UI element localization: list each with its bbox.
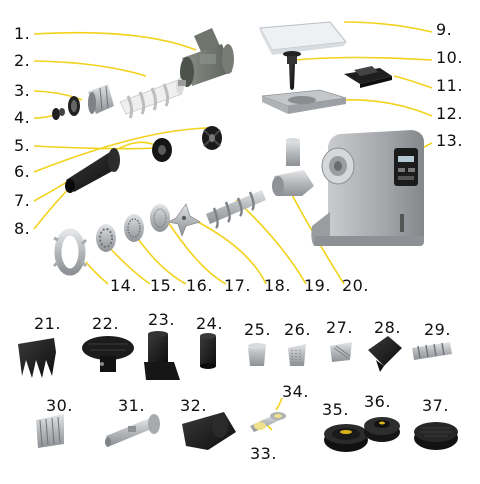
part-14-ring-nut xyxy=(52,228,88,276)
part-19-metal-auger xyxy=(206,190,266,229)
label-23: 23. xyxy=(148,310,175,329)
part-34-cone-attachment xyxy=(270,412,286,420)
label-20: 20. xyxy=(342,276,369,295)
label-37: 37. xyxy=(422,396,449,415)
part-1-slicer-housing xyxy=(180,28,234,87)
leader-lines xyxy=(33,21,433,431)
part-29-spiral-cutter xyxy=(412,342,452,360)
part-2-white-auger xyxy=(119,78,186,119)
label-10: 10. xyxy=(436,48,463,67)
leader-line-15 xyxy=(107,245,151,285)
label-33: 33. xyxy=(250,444,277,463)
part-5-end-cap xyxy=(52,108,65,120)
label-3: 3. xyxy=(14,81,31,100)
label-35: 35. xyxy=(322,400,349,419)
leader-line-2 xyxy=(33,60,147,77)
label-17: 17. xyxy=(224,276,251,295)
label-1: 1. xyxy=(14,24,31,43)
label-15: 15. xyxy=(150,276,177,295)
part-26-grating-drum xyxy=(288,344,306,366)
part-28-black-shield xyxy=(368,336,402,372)
label-8: 8. xyxy=(14,219,31,238)
part-20-grinder-head xyxy=(272,138,314,196)
leader-line-7 xyxy=(33,179,71,202)
part-7-black-pusher xyxy=(65,148,120,193)
leader-line-19 xyxy=(235,199,307,285)
part-3-juicer-cone xyxy=(88,84,114,114)
label-13: 13. xyxy=(436,131,463,150)
part-10-food-pusher xyxy=(283,51,301,90)
leader-line-4 xyxy=(33,114,55,119)
leader-line-8 xyxy=(33,141,161,230)
label-26: 26. xyxy=(284,320,311,339)
part-12-food-tray xyxy=(261,89,347,114)
label-6: 6. xyxy=(14,162,31,181)
label-29: 29. xyxy=(424,320,451,339)
leader-line-1 xyxy=(33,31,197,51)
leader-line-5 xyxy=(33,145,161,150)
label-28: 28. xyxy=(374,318,401,337)
part-11-storage-tool xyxy=(344,66,392,88)
label-31: 31. xyxy=(118,396,145,415)
label-34: 34. xyxy=(282,382,309,401)
label-18: 18. xyxy=(264,276,291,295)
label-27: 27. xyxy=(326,318,353,337)
part-6-black-disc xyxy=(152,138,172,162)
part-16-medium-plate xyxy=(124,214,144,242)
part-37-burger-press-lid xyxy=(414,422,458,450)
part-15-coarse-plate xyxy=(96,224,116,252)
leader-line-34 xyxy=(275,397,283,411)
part-6-locking-knob xyxy=(202,126,222,150)
part-23-vegetable-chute xyxy=(144,331,180,380)
leader-line-11 xyxy=(393,75,433,89)
part-13-motor-base xyxy=(311,130,424,246)
label-12: 12. xyxy=(436,104,463,123)
part-30-ribbed-drum xyxy=(36,414,64,448)
part-22-fruit-press xyxy=(82,336,134,372)
label-2: 2. xyxy=(14,51,31,70)
label-5: 5. xyxy=(14,136,31,155)
leader-line-10 xyxy=(295,56,433,61)
part-35-burger-press-base xyxy=(324,424,368,452)
part-24-shredder-housing xyxy=(200,333,216,369)
leader-line-17 xyxy=(167,221,227,285)
label-25: 25. xyxy=(244,320,271,339)
part-17-fine-plate xyxy=(150,204,170,232)
label-30: 30. xyxy=(46,396,73,415)
part-18-cutting-blade xyxy=(167,203,201,237)
part-31-sausage-nozzle xyxy=(105,414,160,447)
leader-line-16 xyxy=(135,235,187,285)
part-32-black-housing xyxy=(182,412,236,450)
part-36-burger-press-top xyxy=(364,417,400,442)
label-4: 4. xyxy=(14,108,31,127)
label-9: 9. xyxy=(436,20,453,39)
part-25-slicing-drum xyxy=(248,343,266,366)
leader-line-9 xyxy=(343,21,433,33)
label-36: 36. xyxy=(364,392,391,411)
part-27-fine-drum xyxy=(330,342,352,362)
part-9-tray-lid xyxy=(259,21,347,55)
leader-line-18 xyxy=(197,221,267,285)
part-4-retaining-ring xyxy=(68,96,80,116)
label-32: 32. xyxy=(180,396,207,415)
label-11: 11. xyxy=(436,76,463,95)
label-16: 16. xyxy=(186,276,213,295)
part-21-meat-claws xyxy=(18,338,56,378)
label-24: 24. xyxy=(196,314,223,333)
label-7: 7. xyxy=(14,191,31,210)
label-21: 21. xyxy=(34,314,61,333)
label-19: 19. xyxy=(304,276,331,295)
leader-line-14 xyxy=(85,261,109,285)
leader-line-6 xyxy=(33,127,209,173)
leader-line-3 xyxy=(33,90,83,101)
leader-line-12 xyxy=(339,99,433,117)
label-14: 14. xyxy=(110,276,137,295)
label-22: 22. xyxy=(92,314,119,333)
